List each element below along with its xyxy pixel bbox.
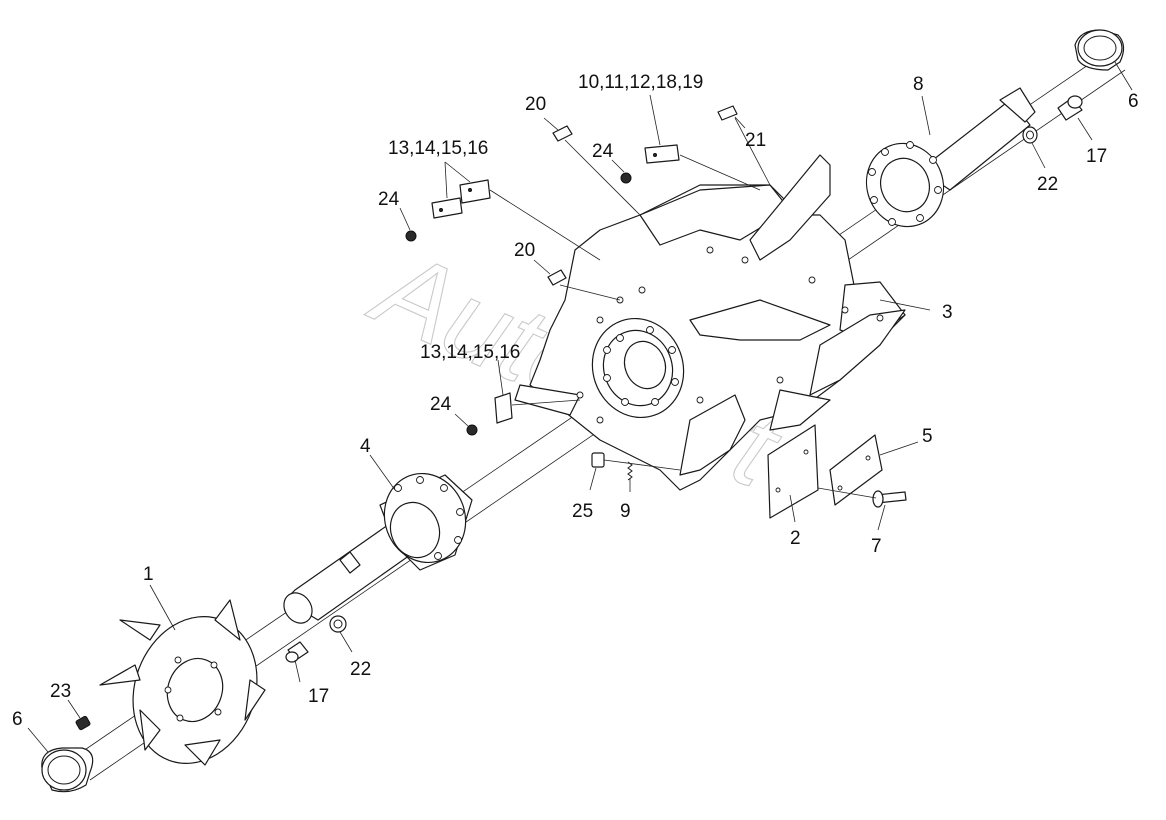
callout-2: 2 [790,528,801,549]
part-7-bolt [872,490,907,508]
callout-7: 7 [871,536,882,557]
callout-24-upper-mid: 24 [592,141,614,162]
part-3-main-housing [514,154,906,491]
callout-24-upper-left: 24 [378,189,400,210]
callout-5: 5 [922,426,933,447]
callout-4: 4 [360,436,371,457]
part-4-shaft-with-flange [283,472,473,624]
callout-6-left: 6 [12,709,23,730]
callout-labels: 1 2 3 4 5 6 6 7 8 9 10,11,12,18,19 13,14… [12,72,1139,730]
callout-8: 8 [913,74,924,95]
callout-17-lower: 17 [308,686,329,707]
part-10-19-plate [644,144,680,164]
callout-1: 1 [143,564,154,585]
callout-13-16-lower: 13,14,15,16 [420,342,520,363]
leader-lines [27,61,1133,753]
callout-3: 3 [942,302,953,323]
part-6-bearing-cup-left [41,747,94,793]
part-9-spring [627,461,633,481]
part-8-shaft-with-flange [865,87,1036,228]
part-6-bearing-cup-right [1074,29,1125,71]
callout-25: 25 [572,501,593,522]
callout-9: 9 [620,501,631,522]
callout-22-lower: 22 [350,659,371,680]
part-13-16-plates-upper [431,179,491,219]
callout-23: 23 [50,681,71,702]
part-24-nuts [405,172,632,436]
part-23-bolt [75,715,91,731]
part-1-fan-impeller [99,599,266,766]
callout-20-lower: 20 [514,240,535,261]
callout-6-right: 6 [1128,91,1139,112]
callout-22-upper: 22 [1037,174,1058,195]
callout-20-upper: 20 [525,94,546,115]
callout-24-lower: 24 [430,394,452,415]
part-22-washer-lower [329,615,347,633]
callout-21: 21 [745,130,766,151]
part-21-bolt [717,105,738,121]
part-25-nut [591,452,605,468]
callout-17-upper: 17 [1086,146,1107,167]
part-13-16-plate-lower [494,392,513,424]
part-22-washer-upper [1022,126,1038,144]
callout-10-19: 10,11,12,18,19 [578,72,703,93]
part-2-plate [767,424,819,519]
callout-13-16-upper: 13,14,15,16 [388,138,488,159]
part-17-bolt-lower [285,641,309,663]
part-20-bolts [547,125,573,286]
part-17-bolt-upper [1057,95,1083,121]
part-5-plate [829,434,883,506]
